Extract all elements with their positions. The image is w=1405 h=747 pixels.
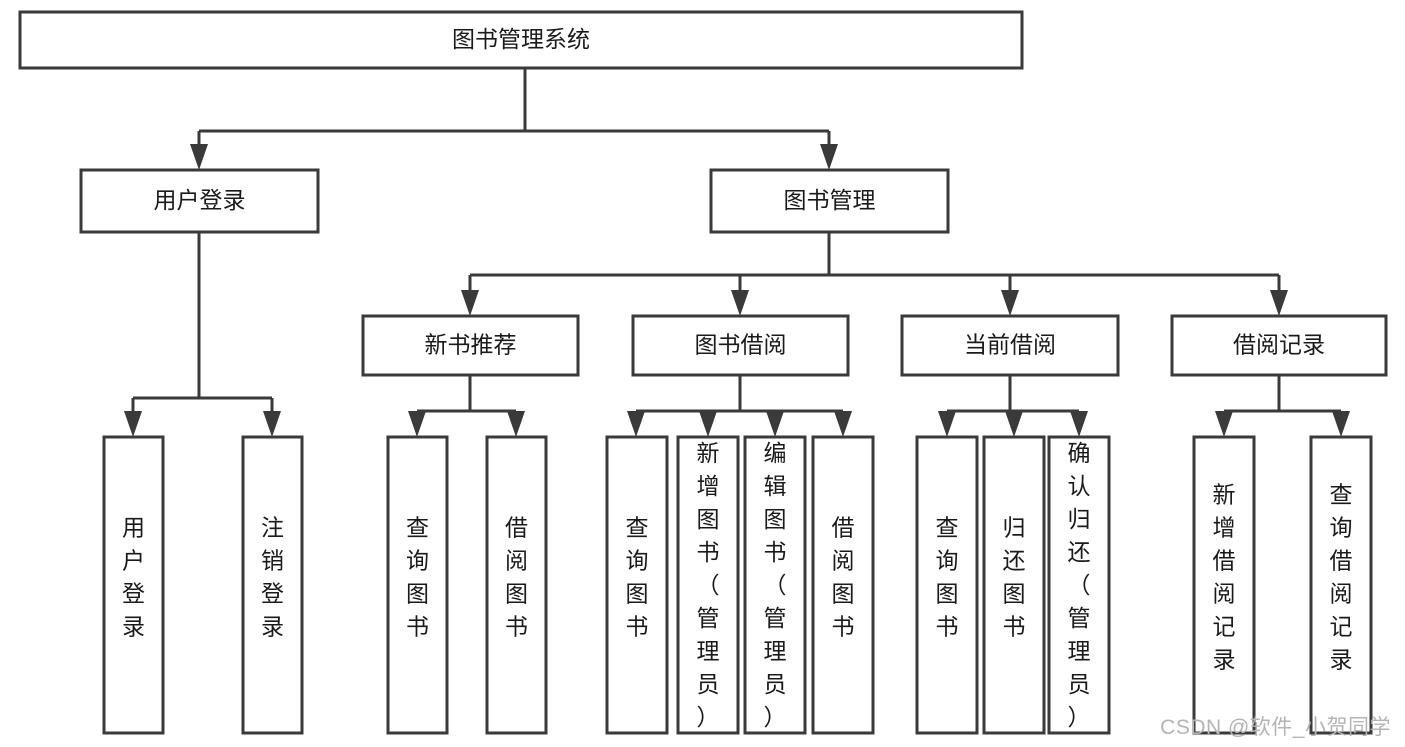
node-box[interactable] <box>709 168 950 234</box>
node-box[interactable] <box>900 314 1120 377</box>
node-box[interactable] <box>1170 314 1388 377</box>
leaf-node-leaf-query-book-current[interactable]: 查询图书 <box>915 435 979 735</box>
connector-user-login <box>124 232 281 437</box>
arrow-head-icon <box>1215 411 1233 437</box>
leaf-node-leaf-logout[interactable]: 注销登录 <box>241 435 304 735</box>
node-label: 注销登录 <box>261 515 284 640</box>
arrow-head-icon <box>1332 411 1350 437</box>
arrow-head-icon <box>820 144 838 170</box>
leaf-node-leaf-borrow-book[interactable]: 借阅图书 <box>811 435 875 735</box>
level2-node-book-management[interactable]: 图书管理 <box>709 168 950 234</box>
node-label: 用户登录 <box>154 187 246 213</box>
node-box[interactable] <box>386 435 449 735</box>
level2-node-user-login[interactable]: 用户登录 <box>79 168 320 234</box>
node-layer: 图书管理系统用户登录图书管理新书推荐图书借阅当前借阅借阅记录用户登录注销登录查询… <box>18 10 1388 735</box>
leaf-node-leaf-edit-book-admin[interactable]: 编辑图书（管理员） <box>743 435 807 735</box>
leaf-node-leaf-confirm-return-admin[interactable]: 确认归还（管理员） <box>1047 435 1111 735</box>
connector-current-borrow <box>938 375 1088 437</box>
node-label: 新增图书（管理员） <box>697 440 720 730</box>
leaf-node-leaf-query-book-rec[interactable]: 查询图书 <box>386 435 449 735</box>
arrow-head-icon <box>461 290 479 316</box>
arrow-head-icon <box>263 411 281 437</box>
node-label: 查询借阅记录 <box>1330 482 1353 673</box>
node-label: 图书借阅 <box>695 332 787 358</box>
leaf-node-leaf-return-book[interactable]: 归还图书 <box>982 435 1046 735</box>
arrow-head-icon <box>834 411 852 437</box>
node-box[interactable] <box>811 435 875 735</box>
node-label: 新增借阅记录 <box>1213 482 1236 673</box>
node-box[interactable] <box>676 435 740 735</box>
node-label: 归还图书 <box>1003 515 1026 640</box>
node-label: 当前借阅 <box>964 332 1056 358</box>
arrow-head-icon <box>1070 411 1088 437</box>
level3-node-borrow-record[interactable]: 借阅记录 <box>1170 314 1388 377</box>
node-label: 查询图书 <box>626 515 649 640</box>
node-box[interactable] <box>485 435 548 735</box>
node-label: 借阅图书 <box>505 515 528 640</box>
connector-layer <box>124 68 1350 437</box>
leaf-node-leaf-query-book-borrow[interactable]: 查询图书 <box>605 435 669 735</box>
node-label: 新书推荐 <box>425 332 517 358</box>
leaf-node-leaf-query-borrow-record[interactable]: 查询借阅记录 <box>1309 435 1373 735</box>
node-box[interactable] <box>1309 435 1373 735</box>
node-label: 确认归还（管理员） <box>1068 440 1091 730</box>
node-box[interactable] <box>631 314 850 377</box>
node-box[interactable] <box>361 314 580 377</box>
arrow-head-icon <box>627 411 645 437</box>
node-label: 图书管理系统 <box>452 26 590 52</box>
node-box[interactable] <box>605 435 669 735</box>
arrow-head-icon <box>190 144 208 170</box>
node-label: 借阅记录 <box>1233 332 1325 358</box>
node-box[interactable] <box>743 435 807 735</box>
node-box[interactable] <box>1047 435 1111 735</box>
node-label: 借阅图书 <box>832 515 855 640</box>
node-box[interactable] <box>18 10 1024 70</box>
arrow-head-icon <box>766 411 784 437</box>
connector-new-book-recommend <box>408 375 525 437</box>
level3-node-current-borrow[interactable]: 当前借阅 <box>900 314 1120 377</box>
node-label: 图书管理 <box>784 187 876 213</box>
connector-book-management <box>461 232 1288 316</box>
arrow-head-icon <box>731 290 749 316</box>
connector-book-borrow <box>627 375 852 437</box>
node-label: 查询图书 <box>406 515 429 640</box>
arrow-head-icon <box>124 411 142 437</box>
node-box[interactable] <box>982 435 1046 735</box>
arrow-head-icon <box>1005 411 1023 437</box>
arrow-head-icon <box>1001 290 1019 316</box>
arrow-head-icon <box>699 411 717 437</box>
level3-node-book-borrow[interactable]: 图书借阅 <box>631 314 850 377</box>
leaf-node-leaf-borrow-book-rec[interactable]: 借阅图书 <box>485 435 548 735</box>
arrow-head-icon <box>408 411 426 437</box>
node-box[interactable] <box>1192 435 1256 735</box>
arrow-head-icon <box>1270 290 1288 316</box>
node-label: 用户登录 <box>122 515 145 640</box>
root-node-root[interactable]: 图书管理系统 <box>18 10 1024 70</box>
connector-borrow-record <box>1215 375 1350 437</box>
node-label: 查询图书 <box>936 515 959 640</box>
node-label: 编辑图书（管理员） <box>764 440 787 730</box>
level3-node-new-book-recommend[interactable]: 新书推荐 <box>361 314 580 377</box>
node-box[interactable] <box>241 435 304 735</box>
arrow-head-icon <box>938 411 956 437</box>
node-box[interactable] <box>79 168 320 234</box>
arrow-head-icon <box>507 411 525 437</box>
connector-root <box>190 68 838 170</box>
watermark-label: CSDN @软件_小贺同学 <box>1160 716 1391 739</box>
leaf-node-leaf-add-borrow-record[interactable]: 新增借阅记录 <box>1192 435 1256 735</box>
node-box[interactable] <box>915 435 979 735</box>
node-box[interactable] <box>102 435 165 735</box>
leaf-node-leaf-user-login[interactable]: 用户登录 <box>102 435 165 735</box>
leaf-node-leaf-add-book-admin[interactable]: 新增图书（管理员） <box>676 435 740 735</box>
